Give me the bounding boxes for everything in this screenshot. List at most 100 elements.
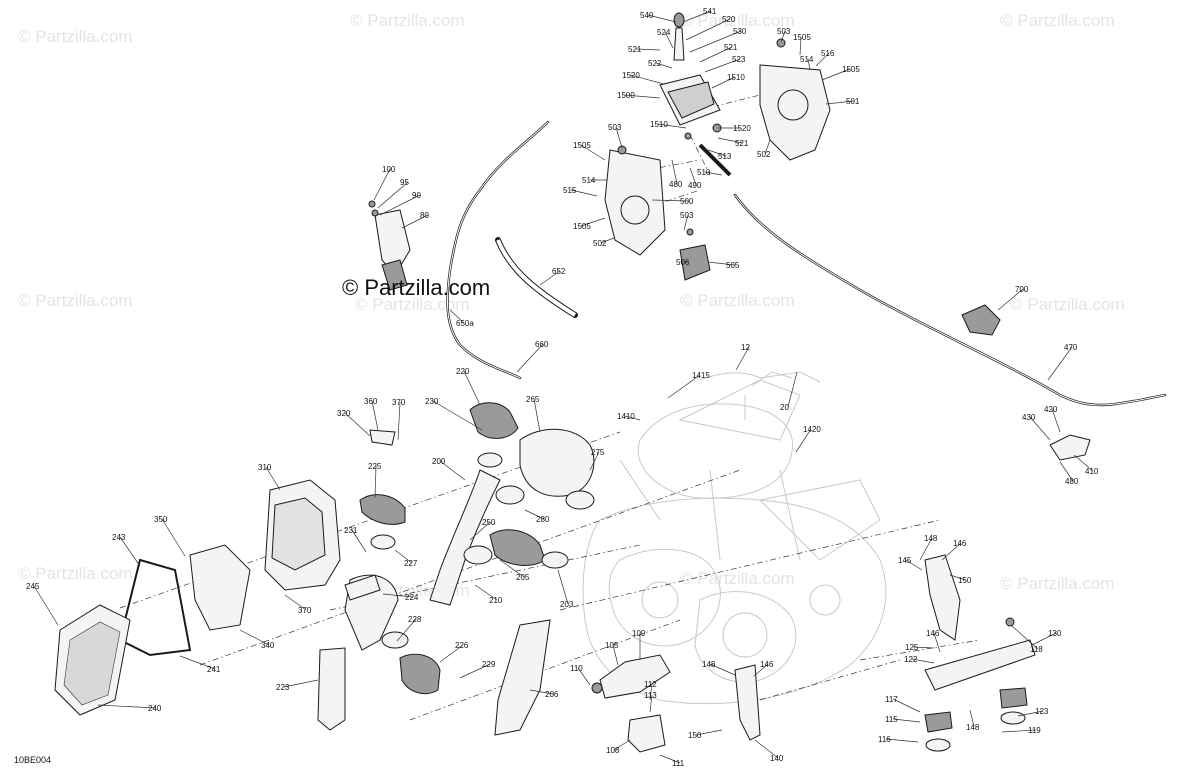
callout-220[interactable]: 220: [456, 367, 470, 376]
callout-370a[interactable]: 370: [392, 398, 406, 407]
callout-80[interactable]: 80: [420, 211, 429, 220]
callout-1500[interactable]: 1500: [617, 91, 635, 100]
callout-503a[interactable]: 503: [777, 27, 791, 36]
callout-1510a[interactable]: 1510: [727, 73, 745, 82]
callout-206[interactable]: 206: [545, 690, 559, 699]
callout-210[interactable]: 210: [489, 596, 503, 605]
callout-150a[interactable]: 150: [958, 576, 972, 585]
callout-523[interactable]: 523: [732, 55, 746, 64]
callout-503b[interactable]: 503: [608, 123, 622, 132]
callout-521b[interactable]: 521: [724, 43, 738, 52]
callout-521a[interactable]: 521: [628, 45, 642, 54]
callout-1505b[interactable]: 1505: [842, 65, 860, 74]
callout-310[interactable]: 310: [258, 463, 272, 472]
callout-513[interactable]: 513: [718, 152, 732, 161]
callout-516[interactable]: 516: [821, 49, 835, 58]
callout-100[interactable]: 100: [382, 165, 396, 174]
callout-1415[interactable]: 1415: [692, 371, 710, 380]
callout-20[interactable]: 20: [780, 403, 789, 412]
callout-90[interactable]: 90: [412, 191, 421, 200]
callout-148c[interactable]: 148: [966, 723, 980, 732]
callout-203[interactable]: 203: [560, 600, 574, 609]
callout-148a[interactable]: 148: [924, 534, 938, 543]
callout-146b[interactable]: 146: [760, 660, 774, 669]
callout-650a[interactable]: 650a: [456, 319, 474, 328]
callout-119[interactable]: 119: [1028, 726, 1041, 735]
callout-1520a[interactable]: 1520: [622, 71, 640, 80]
callout-223[interactable]: 223: [276, 683, 290, 692]
callout-145[interactable]: 145: [898, 556, 912, 565]
callout-1505d[interactable]: 1505: [573, 222, 591, 231]
callout-146a[interactable]: 146: [953, 539, 967, 548]
callout-113[interactable]: 113: [644, 691, 657, 700]
callout-1520b[interactable]: 1520: [733, 124, 751, 133]
callout-514a[interactable]: 514: [800, 55, 814, 64]
callout-1505c[interactable]: 1505: [573, 141, 591, 150]
callout-660[interactable]: 660: [535, 340, 549, 349]
callout-524[interactable]: 524: [657, 28, 671, 37]
callout-280[interactable]: 280: [536, 515, 550, 524]
callout-225[interactable]: 225: [368, 462, 382, 471]
callout-112[interactable]: 112: [644, 680, 657, 689]
callout-506[interactable]: 506: [676, 258, 690, 267]
callout-123[interactable]: 123: [1035, 707, 1049, 716]
callout-1510b[interactable]: 1510: [650, 120, 668, 129]
callout-502a[interactable]: 502: [757, 150, 771, 159]
callout-1410[interactable]: 1410: [617, 412, 635, 421]
callout-140[interactable]: 140: [770, 754, 784, 763]
callout-514b[interactable]: 514: [582, 176, 596, 185]
callout-500[interactable]: 500: [680, 197, 694, 206]
callout-108[interactable]: 108: [606, 746, 620, 755]
callout-370b[interactable]: 370: [298, 606, 312, 615]
callout-503c[interactable]: 503: [680, 211, 694, 220]
callout-117[interactable]: 117: [885, 695, 898, 704]
callout-228[interactable]: 228: [408, 615, 422, 624]
callout-521c[interactable]: 521: [735, 139, 749, 148]
callout-227[interactable]: 227: [404, 559, 418, 568]
callout-243[interactable]: 243: [112, 533, 126, 542]
callout-12[interactable]: 12: [741, 343, 750, 352]
callout-122[interactable]: 122: [904, 655, 918, 664]
callout-116[interactable]: 116: [878, 735, 891, 744]
callout-109[interactable]: 109: [632, 629, 646, 638]
callout-340[interactable]: 340: [261, 641, 275, 650]
callout-470[interactable]: 470: [1064, 343, 1078, 352]
callout-148b[interactable]: 148: [702, 660, 716, 669]
callout-240[interactable]: 240: [148, 704, 162, 713]
callout-250[interactable]: 250: [482, 518, 496, 527]
callout-502b[interactable]: 502: [593, 239, 607, 248]
callout-226[interactable]: 226: [455, 641, 469, 650]
callout-522[interactable]: 522: [648, 59, 662, 68]
callout-652[interactable]: 652: [552, 267, 566, 276]
callout-229[interactable]: 229: [482, 660, 496, 669]
callout-320[interactable]: 320: [337, 409, 351, 418]
callout-231[interactable]: 231: [344, 526, 358, 535]
callout-510[interactable]: 510: [697, 168, 711, 177]
callout-110[interactable]: 110: [570, 664, 583, 673]
callout-118[interactable]: 118: [1030, 645, 1043, 654]
callout-505[interactable]: 505: [726, 261, 740, 270]
callout-115[interactable]: 115: [885, 715, 898, 724]
callout-360[interactable]: 360: [364, 397, 378, 406]
callout-420[interactable]: 420: [1044, 405, 1058, 414]
callout-230[interactable]: 230: [425, 397, 439, 406]
callout-350[interactable]: 350: [154, 515, 168, 524]
callout-480b[interactable]: 480: [1065, 477, 1079, 486]
callout-95[interactable]: 95: [400, 178, 409, 187]
callout-541[interactable]: 541: [703, 7, 717, 16]
callout-130[interactable]: 130: [1048, 629, 1062, 638]
callout-700[interactable]: 700: [1015, 285, 1029, 294]
callout-530[interactable]: 530: [733, 27, 747, 36]
callout-146c[interactable]: 146: [926, 629, 940, 638]
callout-125[interactable]: 125: [905, 643, 919, 652]
callout-515[interactable]: 515: [563, 186, 577, 195]
callout-520[interactable]: 520: [722, 15, 736, 24]
callout-480a[interactable]: 480: [669, 180, 683, 189]
callout-1505a[interactable]: 1505: [793, 33, 811, 42]
callout-205[interactable]: 205: [516, 573, 530, 582]
callout-200[interactable]: 200: [432, 457, 446, 466]
callout-275[interactable]: 275: [591, 448, 605, 457]
callout-490[interactable]: 490: [688, 181, 702, 190]
callout-265[interactable]: 265: [526, 395, 540, 404]
callout-410[interactable]: 410: [1085, 467, 1099, 476]
